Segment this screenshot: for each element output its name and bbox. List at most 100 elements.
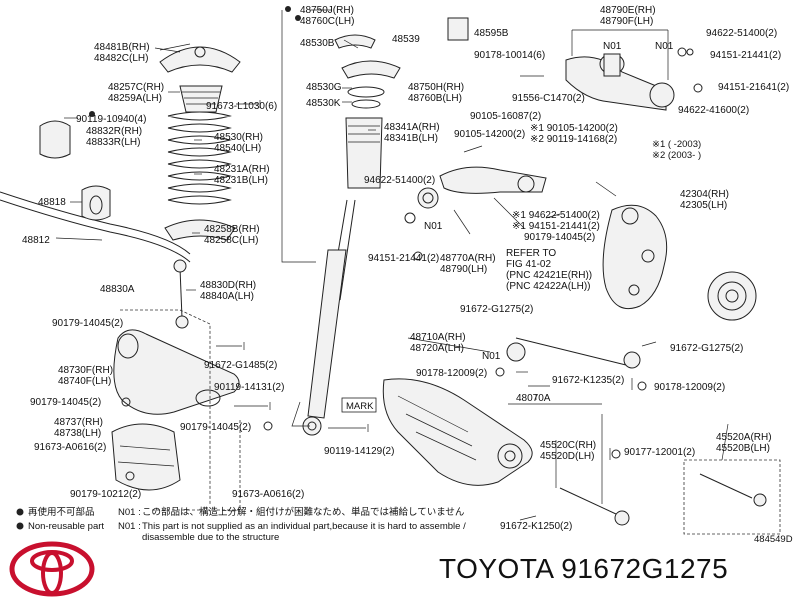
part-label: 90105-14200(2): [454, 129, 525, 140]
part-label: 90177-12001(2): [624, 447, 695, 458]
part-label: ※1 94622-51400(2): [512, 210, 600, 221]
part-label: 48259A(LH): [108, 93, 162, 104]
part-label: ※2 (2003- ): [652, 150, 701, 161]
part-label: (PNC 42422A(LH)): [506, 281, 590, 292]
part-label: 48341A(RH): [384, 122, 440, 133]
part-label: 48481B(RH): [94, 42, 150, 53]
part-label: 48738(LH): [54, 428, 101, 439]
part-label: 48832R(RH): [86, 126, 142, 137]
part-label: 90178-10014(6): [474, 50, 545, 61]
part-label: 91672-G1275(2): [460, 304, 533, 315]
part-label: 48737(RH): [54, 417, 103, 428]
part-label: 42304(RH): [680, 189, 729, 200]
part-label: 48770A(RH): [440, 253, 496, 264]
part-label: 90119-14131(2): [214, 382, 284, 393]
part-label: 94151-21641(2): [718, 82, 789, 93]
part-label: 48595B: [474, 28, 509, 39]
part-label: 94622-51400(2): [706, 28, 777, 39]
part-label: 48530(RH): [214, 132, 263, 143]
part-label: 484549D: [754, 534, 793, 545]
part-label: 48530K: [306, 98, 341, 109]
part-label: 48231B(LH): [214, 175, 268, 186]
legend: 再使用不可部品 Non-reusable part N01 : この部品は、構造…: [16, 506, 466, 543]
part-label: 91672-K1250(2): [500, 521, 572, 532]
part-label: 48830D(RH): [200, 280, 256, 291]
part-label: 48740F(LH): [58, 376, 111, 387]
part-label: 90179-10212(2): [70, 489, 141, 500]
part-label: 91672-K1235(2): [552, 375, 624, 386]
part-label: 48540(LH): [214, 143, 261, 154]
part-label: REFER TO: [506, 248, 556, 259]
part-label: 91673-A0616(2): [34, 442, 106, 453]
legend-n01-en: This part is not supplied as an individu…: [142, 521, 466, 532]
part-number-labels: 48750J(RH) 48760C(LH) 48595B 48530B 4853…: [22, 5, 793, 545]
part-label: 48231A(RH): [214, 164, 270, 175]
part-label: 91673-L1030(6): [206, 101, 277, 112]
legend-reuse-text: 再使用不可部品: [28, 506, 95, 518]
part-label: N01: [424, 221, 443, 232]
part-label: N01: [655, 41, 674, 52]
part-label: 48341B(LH): [384, 133, 438, 144]
legend-n01-jp: この部品は、構造上分解・組付けが困難なため、単品では補給していません: [142, 506, 464, 518]
legend-nonreuse-text: Non-reusable part: [28, 521, 104, 532]
legend-n01-label: N01 :: [118, 507, 141, 518]
part-label: 94151-21441(2): [368, 253, 439, 264]
part-label: 90179-14045(2): [180, 422, 251, 433]
part-label: 91556-C1470(2): [512, 93, 585, 104]
part-label: (PNC 42421E(RH)): [506, 270, 592, 281]
part-label: 48840A(LH): [200, 291, 254, 302]
part-label: 48830A: [100, 284, 135, 295]
part-label: 91673-A0616(2): [232, 489, 304, 500]
part-label: 48530B: [300, 38, 335, 49]
part-label: N01: [482, 351, 501, 362]
part-label: 90179-14045(2): [524, 232, 595, 243]
part-label: 48790E(RH): [600, 5, 656, 16]
part-label: 48258B(RH): [204, 224, 260, 235]
part-label: 94622-51400(2): [364, 175, 435, 186]
part-label: 48710A(RH): [410, 332, 466, 343]
nuts: [89, 6, 703, 481]
bolts: [216, 75, 657, 521]
part-label: 45520B(LH): [716, 443, 770, 454]
part-label: 90179-14045(2): [30, 397, 101, 408]
parts-artwork: [0, 6, 781, 535]
part-label: 91672-G1485(2): [204, 360, 277, 371]
part-label: 90119-10940(4): [76, 114, 146, 125]
part-label: 48750J(RH): [300, 5, 354, 16]
part-label: 90178-12009(2): [416, 368, 487, 379]
part-label: 48790(LH): [440, 264, 487, 275]
legend-dot-icon: [16, 508, 24, 516]
part-label: 48257C(RH): [108, 82, 164, 93]
legend-n01-en2: disassemble due to the structure: [142, 532, 279, 543]
part-label: 90119-14129(2): [324, 446, 394, 457]
part-label: 48818: [38, 197, 66, 208]
part-label: ※1 90105-14200(2): [530, 123, 618, 134]
shock-absorber: [302, 199, 356, 436]
part-label: 90105-16087(2): [470, 111, 541, 122]
part-label: 48790F(LH): [600, 16, 653, 27]
part-label: ※2 90119-14168(2): [530, 134, 617, 145]
leader-lines: [55, 9, 729, 488]
part-label: 45520C(RH): [540, 440, 596, 451]
part-label: ※1 94151-21441(2): [512, 221, 600, 232]
part-label: FIG 41-02: [506, 259, 551, 270]
part-label: 94622-41600(2): [678, 105, 749, 116]
part-label: 48530G: [306, 82, 342, 93]
part-label: 48833R(LH): [86, 137, 140, 148]
hub: [707, 271, 757, 321]
part-label: 48482C(LH): [94, 53, 148, 64]
mark-box: [341, 397, 377, 413]
part-label: N01: [603, 41, 622, 52]
mark-label: MARK: [346, 401, 374, 412]
coil-spring: [167, 111, 232, 205]
part-label: 48730F(RH): [58, 365, 113, 376]
part-label: 48812: [22, 235, 50, 246]
part-label: 45520A(RH): [716, 432, 772, 443]
part-label: 45520D(LH): [540, 451, 594, 462]
part-label: 90178-12009(2): [654, 382, 725, 393]
toyota-logo: [9, 541, 95, 597]
part-number-title: TOYOTA 91672G1275: [439, 553, 729, 584]
part-label: 42305(LH): [680, 200, 727, 211]
part-label: 91672-G1275(2): [670, 343, 743, 354]
